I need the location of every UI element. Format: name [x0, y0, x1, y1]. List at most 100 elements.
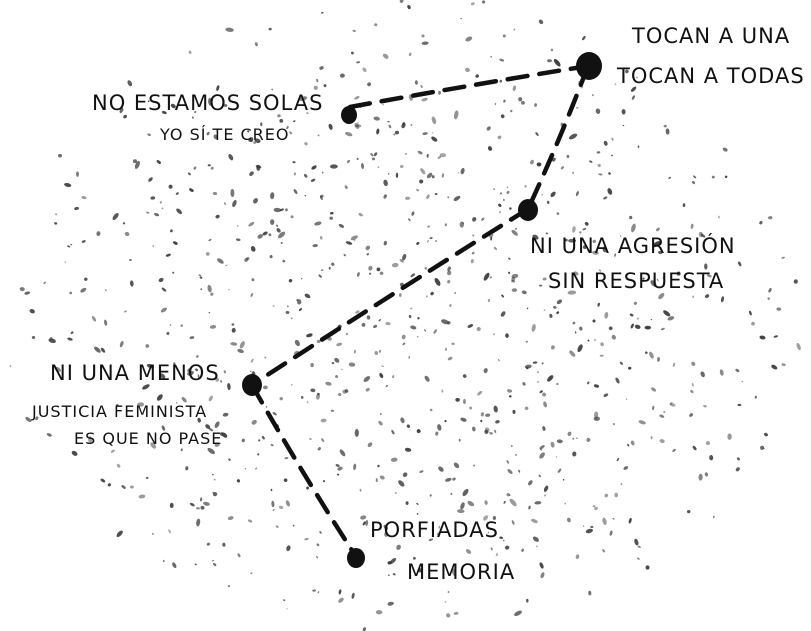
- speckle-dot: [493, 405, 498, 413]
- speckle-dot: [208, 97, 213, 106]
- speckle-dot: [251, 419, 257, 425]
- speckle-dot: [515, 454, 517, 456]
- speckle-dot: [582, 228, 587, 231]
- speckle-dot: [582, 35, 586, 41]
- speckle-dot: [507, 468, 513, 475]
- speckle-dot: [494, 429, 497, 434]
- speckle-dot: [336, 342, 343, 347]
- speckle-dot: [426, 153, 429, 158]
- speckle-dot: [180, 448, 183, 452]
- speckle-dot: [316, 393, 320, 400]
- speckle-dot: [121, 485, 126, 489]
- speckle-dot: [444, 601, 447, 603]
- speckle-dot: [128, 259, 132, 261]
- speckle-dot: [288, 278, 293, 283]
- speckle-dot: [592, 505, 596, 507]
- speckle-dot: [429, 237, 433, 239]
- speckle-dot: [401, 122, 406, 129]
- speckle-dot: [502, 34, 506, 38]
- speckle-dot: [129, 280, 134, 287]
- speckle-dot: [374, 350, 379, 356]
- speckle-dot: [391, 262, 399, 268]
- speckle-dot: [210, 166, 214, 170]
- speckle-dot: [334, 357, 340, 363]
- speckle-dot: [198, 274, 202, 277]
- speckle-dot: [627, 443, 630, 447]
- speckle-dot: [365, 245, 371, 251]
- speckle-dot: [316, 339, 321, 344]
- speckle-dot: [737, 261, 742, 267]
- speckle-dot: [168, 184, 173, 189]
- speckle-dot: [441, 319, 450, 325]
- speckle-dot: [398, 293, 402, 297]
- speckle-dot: [431, 116, 437, 125]
- speckle-dot: [514, 610, 522, 617]
- speckle-dot: [433, 329, 437, 334]
- speckle-dot: [543, 401, 548, 408]
- speckle-dot: [644, 351, 648, 354]
- speckle-dot: [508, 257, 511, 260]
- speckle-dot: [453, 611, 459, 615]
- speckle-dot: [284, 456, 289, 460]
- speckle-dot: [285, 208, 288, 212]
- speckle-dot: [602, 246, 607, 253]
- speckle-dot: [649, 351, 654, 359]
- speckle-dot: [57, 153, 63, 158]
- speckle-dot: [151, 532, 154, 535]
- speckle-dot: [603, 393, 609, 397]
- speckle-dot: [512, 409, 516, 414]
- speckle-dot: [631, 223, 636, 233]
- speckle-dot: [55, 213, 58, 216]
- speckle-dot: [355, 310, 360, 314]
- speckle-dot: [611, 334, 616, 340]
- speckle-dot: [35, 416, 39, 421]
- speckle-dot: [215, 214, 220, 219]
- speckle-dot: [329, 216, 334, 220]
- speckle-dot: [500, 311, 506, 317]
- speckle-dot: [362, 67, 367, 73]
- speckle-dot: [672, 362, 676, 367]
- speckle-dot: [457, 509, 465, 514]
- speckle-dot: [692, 295, 694, 299]
- speckle-dot: [552, 157, 556, 162]
- speckle-dot: [110, 449, 115, 453]
- speckle-dot: [325, 381, 332, 386]
- speckle-dot: [365, 387, 370, 392]
- speckle-dot: [80, 287, 87, 293]
- speckle-dot: [438, 90, 441, 95]
- speckle-dot: [586, 437, 591, 442]
- speckle-dot: [483, 272, 490, 281]
- speckle-dot: [335, 464, 340, 467]
- speckle-dot: [428, 538, 434, 542]
- speckle-dot: [159, 373, 166, 379]
- line-solas-to-tocan: [347, 63, 591, 110]
- speckle-dot: [228, 458, 231, 461]
- speckle-dot: [631, 95, 635, 100]
- speckle-dot: [487, 298, 490, 303]
- speckle-dot: [504, 545, 510, 550]
- speckle-dot: [268, 27, 272, 31]
- speckle-dot: [366, 315, 371, 320]
- speckle-dot: [25, 416, 32, 423]
- speckle-dot: [378, 349, 382, 353]
- speckle-dot: [672, 448, 676, 452]
- speckle-dot: [249, 171, 254, 177]
- speckle-dot: [575, 554, 580, 560]
- speckle-dot: [512, 85, 517, 91]
- speckle-dot: [207, 164, 211, 167]
- speckle-dot: [630, 86, 637, 92]
- speckle-dot: [686, 509, 691, 514]
- speckle-dot: [495, 420, 500, 424]
- speckle-dot: [254, 138, 261, 143]
- speckle-dot: [378, 319, 382, 322]
- speckle-dot: [446, 613, 451, 618]
- star-tocan: [576, 52, 602, 80]
- speckle-dot: [261, 435, 265, 440]
- speckle-dot: [420, 168, 426, 175]
- speckle-dot: [556, 212, 560, 215]
- speckle-dot: [408, 314, 412, 319]
- speckle-dot: [453, 462, 460, 469]
- speckle-dot: [628, 517, 632, 524]
- speckle-dot: [555, 456, 557, 458]
- speckle-dot: [603, 196, 608, 200]
